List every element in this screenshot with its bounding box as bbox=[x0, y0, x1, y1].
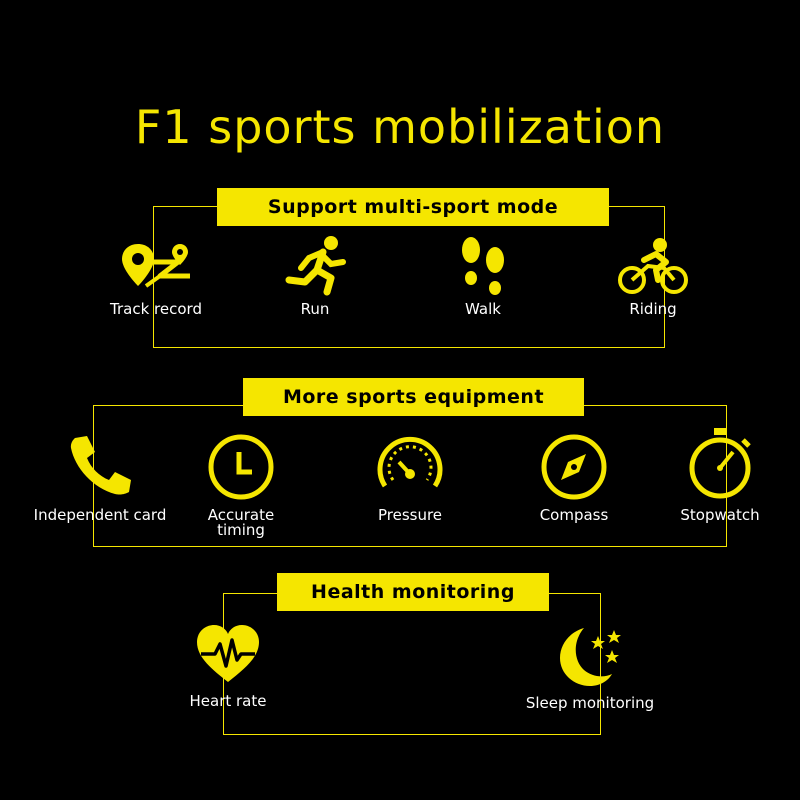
sport-mode-label: Riding bbox=[629, 300, 677, 318]
sport-mode-walk: Walk bbox=[438, 236, 528, 317]
equipment-label: Independent card bbox=[33, 506, 167, 524]
equipment-label: Stopwatch bbox=[680, 506, 760, 524]
equipment-pressure: Pressure bbox=[360, 432, 460, 523]
sport-mode-riding: Riding bbox=[608, 236, 698, 317]
sport-mode-run: Run bbox=[270, 234, 360, 317]
section-heading-multi-sport: Support multi-sport mode bbox=[217, 188, 609, 226]
equipment-independent-card: Independent card bbox=[20, 432, 180, 523]
section-heading-health: Health monitoring bbox=[277, 573, 549, 611]
equipment-compass: Compass bbox=[526, 432, 622, 523]
section-heading-equipment: More sports equipment bbox=[243, 378, 584, 416]
section-frame-multi-sport bbox=[153, 206, 665, 348]
equipment-accurate-timing: Accurate timing bbox=[191, 432, 291, 538]
sleep-moon-icon bbox=[560, 628, 621, 686]
pressure-gauge-icon bbox=[377, 436, 443, 488]
health-label: Heart rate bbox=[189, 692, 267, 710]
health-heart-rate: Heart rate bbox=[168, 622, 288, 709]
clock-icon bbox=[208, 434, 274, 500]
sport-mode-label: Walk bbox=[465, 300, 501, 318]
stopwatch-icon bbox=[689, 428, 751, 499]
compass-icon bbox=[541, 434, 607, 500]
sport-mode-label: Run bbox=[300, 300, 330, 318]
health-label: Sleep monitoring bbox=[525, 694, 655, 712]
equipment-stopwatch: Stopwatch bbox=[670, 426, 770, 523]
sport-mode-track-record: Track record bbox=[96, 240, 216, 317]
health-sleep-monitoring: Sleep monitoring bbox=[508, 624, 672, 711]
track-record-icon bbox=[122, 244, 190, 288]
page-title: F1 sports mobilization bbox=[134, 100, 666, 154]
walk-icon bbox=[462, 237, 504, 295]
equipment-label: Accurate timing bbox=[207, 506, 275, 539]
equipment-label: Compass bbox=[539, 506, 609, 524]
run-icon bbox=[285, 236, 346, 296]
heart-rate-icon bbox=[197, 625, 259, 682]
riding-icon bbox=[618, 238, 688, 294]
phone-icon bbox=[70, 436, 131, 495]
equipment-label: Pressure bbox=[377, 506, 443, 524]
sport-mode-label: Track record bbox=[110, 300, 202, 318]
